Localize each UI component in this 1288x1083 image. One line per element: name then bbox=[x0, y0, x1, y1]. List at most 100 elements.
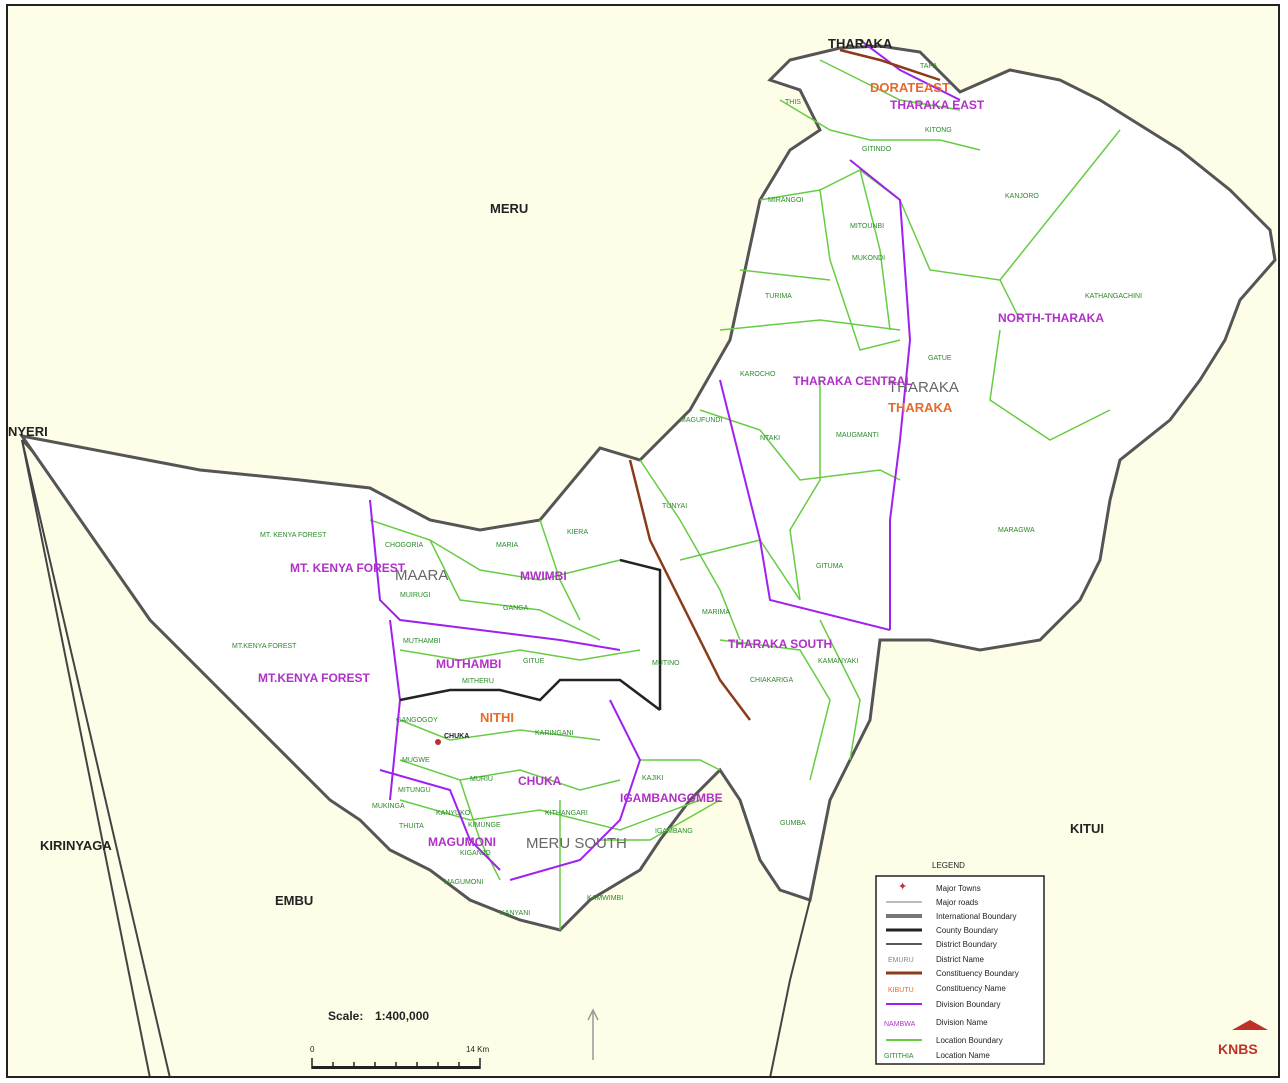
location-label: KIMUNGE bbox=[468, 822, 501, 829]
location-label: NTAKI bbox=[760, 435, 780, 442]
legend: LEGEND ✦ EMURU KIBUTU NAMBWA GITITHIA Ma… bbox=[875, 861, 1045, 1065]
division-label-igambangombe: IGAMBANGOMBE bbox=[620, 791, 723, 805]
location-label: MITHERU bbox=[462, 678, 494, 685]
district-label-maara: MAARA bbox=[395, 567, 448, 584]
scale-start: 0 bbox=[310, 1045, 315, 1054]
location-label: MAGUFUNDI bbox=[680, 417, 722, 424]
legend-item-label: Major roads bbox=[936, 898, 978, 907]
location-boundaries bbox=[369, 59, 1121, 930]
location-label: KITONG bbox=[925, 127, 952, 134]
division-boundaries bbox=[369, 39, 961, 881]
location-label: MAUGMANTI bbox=[836, 432, 879, 439]
scale-end: 14 Km bbox=[466, 1045, 489, 1054]
division-label-tharaka-central: THARAKA CENTRAL bbox=[793, 374, 913, 388]
location-label: GITUMA bbox=[816, 563, 844, 570]
location-label: MITOUNBI bbox=[850, 223, 884, 230]
location-label: KANJORO bbox=[1005, 193, 1039, 200]
location-label: MURIU bbox=[470, 776, 493, 783]
legend-constituency-name-sample: KIBUTU bbox=[888, 987, 914, 994]
location-label: TURIMA bbox=[765, 293, 792, 300]
location-label: MARIA bbox=[496, 542, 519, 549]
knbs-logo: KNBS bbox=[1218, 1020, 1268, 1057]
legend-town-icon: ✦ bbox=[898, 881, 907, 893]
location-label: THUITA bbox=[399, 823, 424, 830]
county-label-tharaka: THARAKA bbox=[828, 36, 893, 51]
location-label: KIERA bbox=[567, 529, 588, 536]
location-label: KAROCHO bbox=[740, 371, 776, 378]
location-label: GATUE bbox=[928, 355, 952, 362]
division-label-tharaka-south: THARAKA SOUTH bbox=[728, 637, 832, 651]
location-label: THIS bbox=[785, 99, 801, 106]
constituency-boundaries bbox=[628, 48, 941, 721]
division-label-mwimbi: MWIMBI bbox=[520, 569, 567, 583]
division-label-muthambi: MUTHAMBI bbox=[436, 657, 501, 671]
location-label: CHOGORIA bbox=[385, 542, 423, 549]
county-label-kitui: KITUI bbox=[1070, 821, 1104, 836]
division-label-mt-kenya-forest-2: MT.KENYA FOREST bbox=[258, 671, 370, 685]
legend-item-label: District Boundary bbox=[936, 940, 997, 949]
location-label: GITINDO bbox=[862, 146, 892, 153]
location-label: MUTINO bbox=[652, 660, 680, 667]
district-boundaries bbox=[399, 558, 662, 711]
county-label-kirinyaga: KIRINYAGA bbox=[40, 838, 112, 853]
location-label: MAGUMONI bbox=[444, 879, 483, 886]
legend-box bbox=[875, 875, 1045, 1065]
legend-item-label: Constituency Name bbox=[936, 984, 1006, 993]
constituency-label-nithi: NITHI bbox=[480, 710, 514, 725]
location-label: MUKINGA bbox=[372, 803, 405, 810]
location-label: IGAMBANG bbox=[655, 828, 693, 835]
legend-district-name-sample: EMURU bbox=[888, 957, 914, 964]
location-label: GANGA bbox=[503, 605, 529, 612]
location-label: MUTHAMBI bbox=[403, 638, 440, 645]
legend-item-label: Major Towns bbox=[936, 884, 981, 893]
knbs-logo-text: KNBS bbox=[1218, 1041, 1258, 1057]
location-label: MARIMA bbox=[702, 609, 730, 616]
legend-title: LEGEND bbox=[932, 861, 965, 870]
legend-item-label: Location Name bbox=[936, 1051, 990, 1060]
division-label-north-tharaka: NORTH-THARAKA bbox=[998, 311, 1104, 325]
scale-value: 1:400,000 bbox=[375, 1009, 429, 1023]
location-label: KITHANGARI bbox=[545, 810, 588, 817]
location-label: TAPA bbox=[920, 63, 938, 70]
location-label: MARAGWA bbox=[998, 527, 1035, 534]
major-road bbox=[769, 899, 811, 1079]
town-marker-chuka bbox=[435, 739, 441, 745]
location-label: MITUNGU bbox=[398, 787, 431, 794]
division-label-chuka: CHUKA bbox=[518, 774, 562, 788]
location-labels: TAPA THIS KITONG GITINDO KANJORO MIRANGO… bbox=[232, 63, 1142, 917]
location-label: GANGOGOY bbox=[396, 717, 438, 724]
location-label: KATHANGACHINI bbox=[1085, 293, 1142, 300]
location-label: MUGWE bbox=[402, 757, 430, 764]
location-label: GITUE bbox=[523, 658, 545, 665]
north-arrow-icon bbox=[587, 1008, 599, 1060]
county-label-embu: EMBU bbox=[275, 893, 313, 908]
constituency-label-tharaka: THARAKA bbox=[888, 400, 953, 415]
location-label: KARINGANI bbox=[535, 730, 574, 737]
scale-bar: Scale: 1:400,000 0 14 Km bbox=[310, 1009, 489, 1069]
scale-label: Scale: bbox=[328, 1009, 363, 1023]
location-label: GUMBA bbox=[780, 820, 806, 827]
legend-item-label: Constituency Boundary bbox=[936, 969, 1019, 978]
location-label: KAMWIMBI bbox=[587, 895, 623, 902]
district-label-tharaka: THARAKA bbox=[888, 379, 959, 396]
location-label: KAMANYAKI bbox=[818, 658, 858, 665]
location-label: MUKONDI bbox=[852, 255, 885, 262]
legend-item-label: County Boundary bbox=[936, 926, 998, 935]
location-label: MUIRUGI bbox=[400, 592, 430, 599]
legend-division-name-sample: NAMBWA bbox=[884, 1021, 916, 1028]
location-label: KANYANI bbox=[500, 910, 530, 917]
county-area bbox=[18, 44, 1277, 932]
location-label: KIGANJO bbox=[460, 850, 491, 857]
legend-item-label: Division Boundary bbox=[936, 1000, 1000, 1009]
division-label-tharaka-east: THARAKA EAST bbox=[890, 98, 985, 112]
location-label: KAJIKI bbox=[642, 775, 663, 782]
location-label: MT. KENYA FOREST bbox=[260, 532, 327, 539]
legend-location-name-sample: GITITHIA bbox=[884, 1053, 914, 1060]
county-label-nyeri: NYERI bbox=[8, 424, 48, 439]
division-label-magumoni: MAGUMONI bbox=[428, 835, 496, 849]
town-label-chuka: CHUKA bbox=[444, 733, 469, 740]
district-label-meru-south: MERU SOUTH bbox=[526, 835, 627, 852]
location-label: KANYUKO bbox=[436, 810, 471, 817]
location-label: MIRANGOI bbox=[768, 197, 803, 204]
